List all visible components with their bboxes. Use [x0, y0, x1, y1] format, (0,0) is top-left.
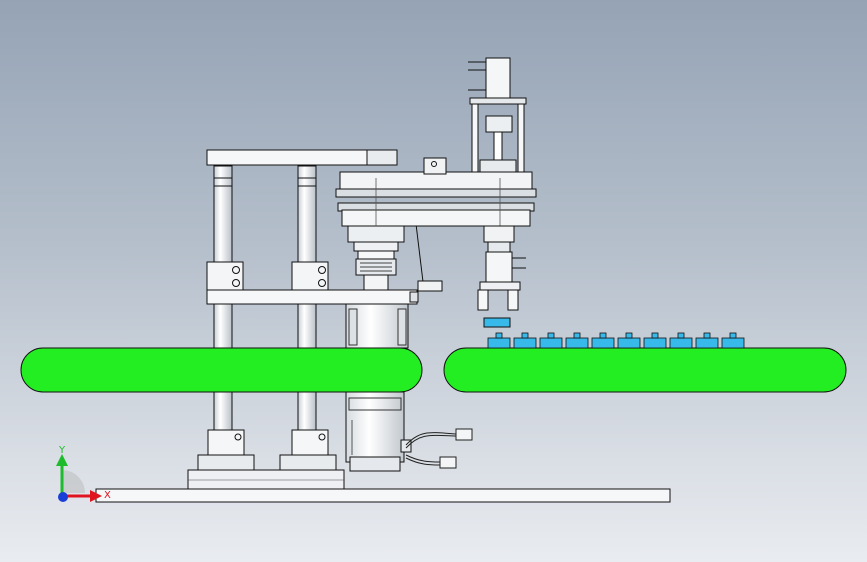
lift-carriage[interactable] [206, 261, 419, 305]
product-block [643, 337, 667, 349]
product-row [487, 332, 745, 349]
conveyor-belt-right [443, 347, 847, 393]
y-axis-label: Y [58, 445, 66, 456]
servo-motor [345, 303, 412, 472]
product-tab [625, 332, 633, 339]
column-foot-right [279, 429, 337, 471]
coordinate-triad: Y X [56, 445, 111, 502]
base-plate[interactable] [95, 488, 671, 503]
product-tab [651, 332, 659, 339]
product-block [487, 337, 511, 349]
conveyor-belt-left [20, 347, 423, 393]
product-block [565, 337, 589, 349]
product-block [669, 337, 693, 349]
column-foot-left [197, 429, 255, 471]
shaft-coupling [353, 240, 399, 291]
product-tab [495, 332, 503, 339]
z-axis-dot [58, 492, 68, 502]
product-tab [573, 332, 581, 339]
x-axis-label: X [104, 490, 111, 501]
column-base-block [187, 469, 345, 490]
product-block [513, 337, 537, 349]
product-block [539, 337, 563, 349]
product-block [695, 337, 719, 349]
product-block [721, 337, 745, 349]
product-tab [547, 332, 555, 339]
motor-cables [405, 428, 473, 469]
top-plate[interactable] [206, 149, 370, 166]
z-axis-cylinder [468, 57, 527, 173]
product-tab [703, 332, 711, 339]
product-tab [729, 332, 737, 339]
gripper-assembly [477, 225, 526, 328]
scara-arm[interactable] [335, 157, 537, 243]
product-tab [677, 332, 685, 339]
product-block [591, 337, 615, 349]
product-tab [599, 332, 607, 339]
product-tab [521, 332, 529, 339]
product-block [617, 337, 641, 349]
